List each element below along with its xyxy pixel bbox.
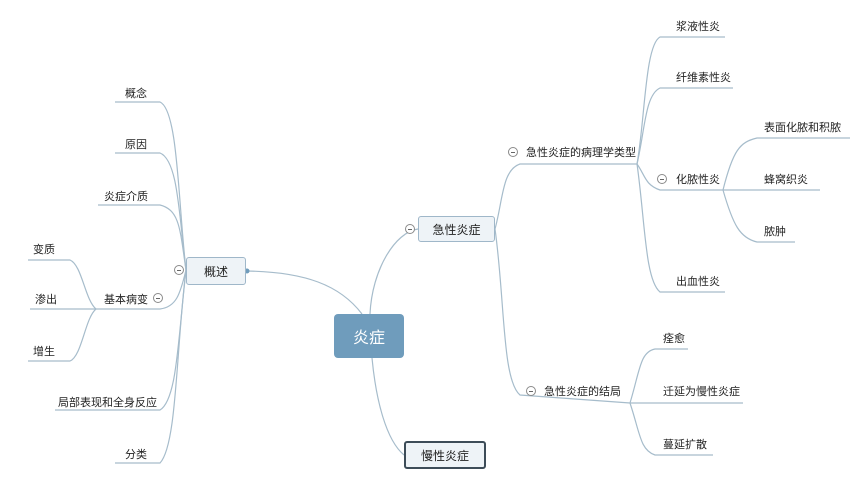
outcome-label[interactable]: 急性炎症的结局 [544, 385, 621, 398]
left-item-mediator[interactable]: 炎症介质 [104, 190, 148, 203]
type-serous[interactable]: 浆液性炎 [676, 20, 720, 33]
acute-inflammation-node[interactable]: 急性炎症 [418, 216, 495, 242]
acute-types-label[interactable]: 急性炎症的病理学类型 [526, 146, 636, 159]
outcome-collapse-toggle[interactable] [526, 386, 536, 396]
left-item-concept[interactable]: 概念 [125, 87, 147, 100]
left-item-basic-change[interactable]: 基本病变 [104, 293, 148, 306]
overview-collapse-toggle[interactable] [174, 265, 184, 275]
outcome-chronic[interactable]: 迁延为慢性炎症 [663, 385, 740, 398]
type-fibrinous[interactable]: 纤维素性炎 [676, 71, 731, 84]
suppurative-surface[interactable]: 表面化脓和积脓 [764, 121, 841, 134]
basic-change-exudation[interactable]: 渗出 [35, 293, 57, 306]
type-hemorrhagic[interactable]: 出血性炎 [676, 275, 720, 288]
basic-change-collapse-toggle[interactable] [153, 293, 163, 303]
acute-types-collapse-toggle[interactable] [508, 147, 518, 157]
root-node[interactable]: 炎症 [334, 314, 404, 358]
type-suppurative[interactable]: 化脓性炎 [676, 173, 720, 186]
left-item-cause[interactable]: 原因 [125, 138, 147, 151]
acute-collapse-toggle[interactable] [405, 224, 415, 234]
chronic-inflammation-node[interactable]: 慢性炎症 [404, 441, 486, 469]
suppurative-abscess[interactable]: 脓肿 [764, 225, 786, 238]
basic-change-proliferation[interactable]: 增生 [33, 345, 55, 358]
left-item-local-systemic[interactable]: 局部表现和全身反应 [58, 396, 157, 409]
outcome-healing[interactable]: 痊愈 [663, 332, 685, 345]
suppurative-collapse-toggle[interactable] [657, 174, 667, 184]
basic-change-alteration[interactable]: 变质 [33, 243, 55, 256]
outcome-spread[interactable]: 蔓延扩散 [663, 438, 707, 451]
left-item-classification[interactable]: 分类 [125, 448, 147, 461]
suppurative-cellulitis[interactable]: 蜂窝织炎 [764, 173, 808, 186]
overview-node[interactable]: 概述 [186, 257, 246, 285]
